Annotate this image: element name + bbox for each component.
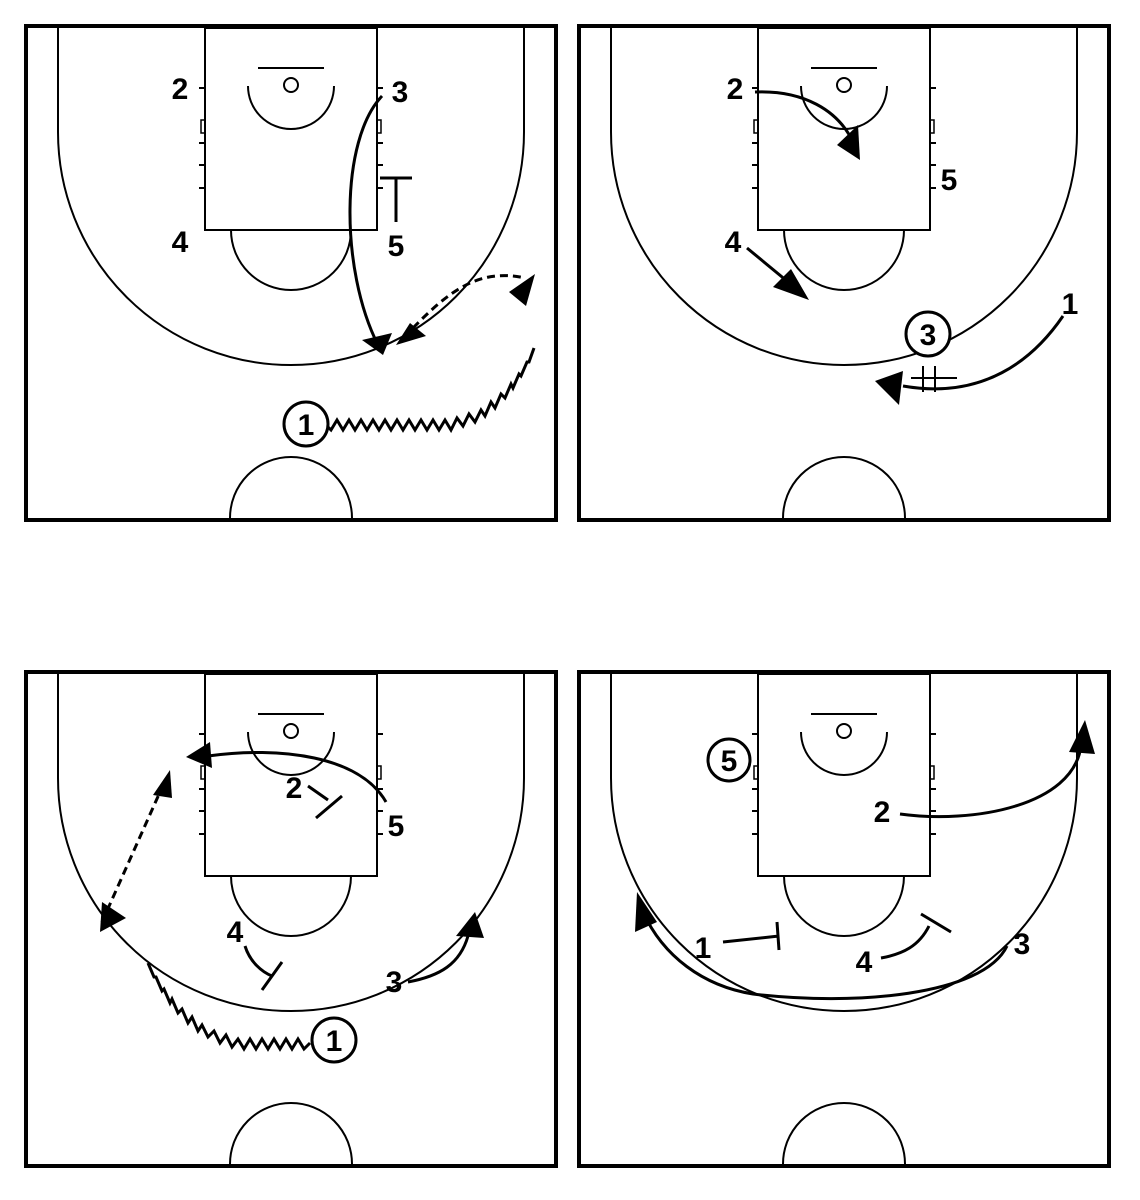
panel-1: 2 3 4 5 1 (24, 24, 558, 522)
half-court (577, 24, 1111, 522)
player-1: 1 (1062, 288, 1079, 321)
player-5: 5 (388, 230, 405, 263)
arrowhead-dribble (509, 274, 535, 306)
player-2: 2 (874, 796, 891, 829)
player-1-circled: 1 (298, 409, 315, 442)
ball-handler-circle (310, 1016, 358, 1064)
cut-arrow-2 (899, 745, 1083, 819)
player-5-circle (706, 737, 752, 783)
arrowhead-2 (1069, 720, 1095, 754)
player-3: 3 (1014, 928, 1031, 961)
arrowhead-1 (875, 371, 903, 405)
player-3: 3 (392, 76, 409, 109)
dribble-arrow-1 (323, 347, 536, 434)
player-1-circled: 1 (326, 1025, 343, 1058)
player-1: 1 (695, 932, 712, 965)
screen-marker-2 (307, 784, 343, 820)
player-4: 4 (227, 916, 244, 949)
cut-arrow-3 (641, 911, 1009, 1001)
cut-arrow-5 (207, 751, 388, 803)
arrowhead-5 (186, 742, 212, 768)
screen-marker-5 (380, 176, 412, 222)
player-4: 4 (856, 946, 873, 979)
pass-arrow (411, 274, 526, 330)
arrowhead-dribble (100, 902, 126, 932)
screen-marker-1 (722, 921, 781, 951)
arrowhead-pass (396, 323, 426, 345)
arrowhead-2 (837, 125, 860, 160)
screen-marker-4 (243, 945, 284, 991)
dribble-arrow-1 (146, 962, 312, 1052)
arrowhead-pass (153, 770, 172, 798)
player-2: 2 (727, 73, 744, 106)
arrowhead-4 (773, 269, 809, 300)
player-3-circled: 3 (920, 319, 937, 352)
screen-marker-4 (880, 912, 952, 960)
half-court (577, 670, 1111, 1168)
panel-4: 5 2 1 4 3 (577, 670, 1111, 1168)
player-5: 5 (941, 164, 958, 197)
half-court (24, 24, 558, 522)
cut-arrow-1 (902, 315, 1065, 391)
arrowhead-3 (456, 912, 484, 938)
arrowhead-3 (635, 892, 657, 932)
player-2: 2 (172, 73, 189, 106)
cut-arrow-2 (754, 90, 855, 143)
player-3-circle (904, 310, 952, 358)
player-4: 4 (172, 226, 189, 259)
ball-handler-circle (282, 400, 330, 448)
player-5-circled: 5 (721, 745, 738, 778)
player-4: 4 (725, 226, 742, 259)
arrowhead-3 (362, 333, 392, 355)
player-3: 3 (386, 966, 403, 999)
player-5: 5 (388, 810, 405, 843)
panel-2: 2 5 4 1 3 (577, 24, 1111, 522)
screen-marker-3 (911, 366, 957, 392)
player-2: 2 (286, 772, 303, 805)
cut-arrow-3 (348, 94, 384, 346)
panel-3: 2 5 4 3 1 (24, 670, 558, 1168)
pass-arrow (100, 791, 162, 923)
cut-arrow-3 (407, 935, 470, 984)
